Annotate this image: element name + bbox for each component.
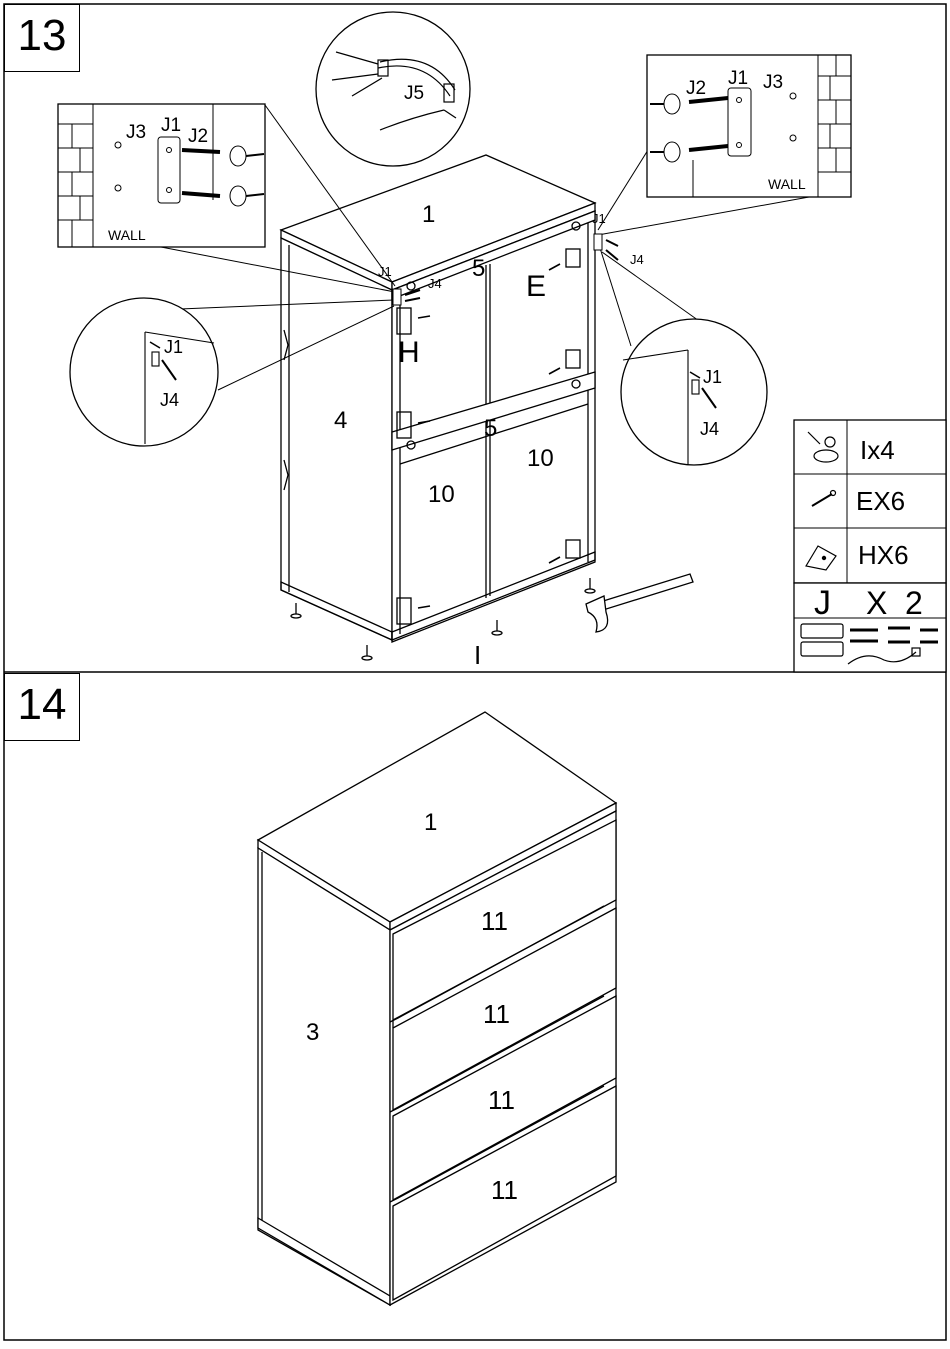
- top-panel-label: 1: [422, 201, 435, 228]
- back-panel-right-label: 10: [527, 445, 554, 472]
- callout-left-j4: J4: [428, 276, 442, 291]
- upper-rail-label: 5: [472, 255, 485, 282]
- kit-count: 2: [905, 585, 923, 621]
- drawer-2-label: 11: [483, 999, 510, 1029]
- part-e-qty: EX6: [856, 486, 905, 516]
- step-13-number: 13: [4, 4, 80, 72]
- hammer-icon: [586, 574, 693, 632]
- parts-list: Ix4 EX6 HX6: [794, 420, 946, 583]
- left-detail-j2: J2: [188, 126, 208, 147]
- foot-label: I: [474, 640, 481, 670]
- chest-side-label: 3: [306, 1019, 319, 1046]
- left-detail-j3: J3: [126, 122, 146, 143]
- part-h-qty: HX6: [858, 540, 909, 570]
- middle-rail-label: 5: [484, 415, 497, 442]
- left-detail-wall: WALL: [108, 227, 146, 243]
- step-14-chest-of-drawers: [258, 712, 616, 1305]
- left-circle-detail: J1 J4: [70, 298, 218, 446]
- anchor-kit: J X 2: [794, 583, 946, 672]
- left-wall-detail: J3 J1 J2 WALL: [58, 104, 265, 247]
- right-detail-j1: J1: [728, 68, 748, 89]
- back-panel-left-label: 10: [428, 481, 455, 508]
- hinge-plate-label: E: [526, 270, 546, 303]
- step-14-number: 14: [4, 673, 80, 741]
- chest-top-label: 1: [424, 809, 437, 836]
- right-circle-detail: J1 J4: [621, 319, 767, 465]
- strap-label: J5: [404, 83, 424, 104]
- kit-letter: J: [814, 584, 831, 622]
- right-circle-j1: J1: [703, 367, 722, 387]
- drawer-4-label: 11: [491, 1175, 518, 1205]
- right-wall-detail: J2 J1 J3 WALL: [647, 55, 851, 197]
- right-detail-wall: WALL: [768, 176, 806, 192]
- drawer-3-label: 11: [488, 1085, 515, 1115]
- right-detail-j2: J2: [686, 78, 706, 99]
- part-i-qty: Ix4: [860, 435, 895, 465]
- step-13-cabinet: [281, 155, 595, 642]
- left-circle-j4: J4: [160, 390, 179, 410]
- callout-right-j4: J4: [630, 252, 644, 267]
- side-panel-label: 4: [334, 407, 347, 434]
- kit-multiplier: X: [866, 585, 887, 621]
- callout-left-j1: J1: [378, 264, 392, 279]
- left-detail-j1: J1: [161, 115, 181, 136]
- drawer-1-label: 11: [481, 906, 508, 936]
- callout-right-j1: J1: [592, 211, 606, 226]
- left-circle-j1: J1: [164, 337, 183, 357]
- bracket-label: H: [398, 336, 420, 369]
- strap-detail: J5: [316, 12, 470, 166]
- right-circle-j4: J4: [700, 419, 719, 439]
- right-detail-j3: J3: [763, 72, 783, 93]
